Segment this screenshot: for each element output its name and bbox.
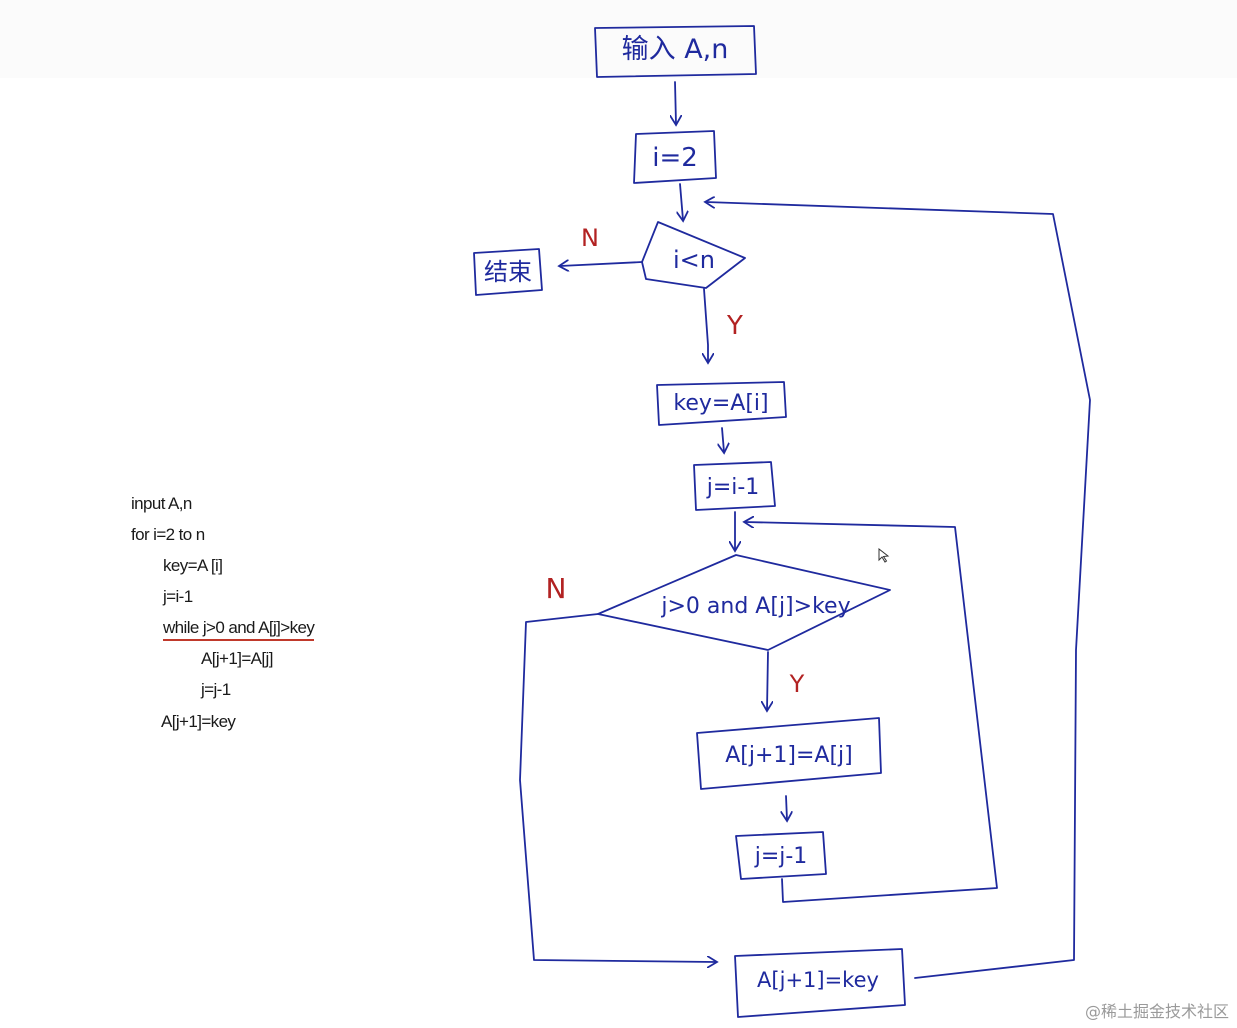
code-line-5: while j>0 and A[j]>key bbox=[163, 618, 315, 641]
code-line-2: for i=2 to n bbox=[131, 525, 205, 544]
set-key-label: key=A[i] bbox=[673, 391, 768, 416]
code-line-6: A[j+1]=A[j] bbox=[201, 649, 273, 668]
code-line-4: j=i-1 bbox=[163, 587, 193, 606]
cond-outer-diamond bbox=[641, 221, 746, 289]
label-no-inner: N bbox=[546, 572, 567, 605]
code-line-8: A[j+1]=key bbox=[161, 712, 236, 731]
cond-inner-diamond bbox=[597, 554, 891, 651]
arrow-outer-loop bbox=[706, 202, 1091, 979]
arrow-inner-shift bbox=[767, 651, 768, 710]
label-yes-outer: Y bbox=[726, 311, 743, 341]
decrement-label: j=j-1 bbox=[754, 844, 808, 869]
insert-box bbox=[734, 948, 906, 1018]
arrow-inner-loop bbox=[745, 522, 998, 903]
input-label: 输入 A,n bbox=[622, 34, 729, 65]
code-line-3: key=A [i] bbox=[163, 556, 223, 575]
cond-outer-label: i<n bbox=[673, 246, 715, 274]
cond-inner-label: j>0 and A[j]>key bbox=[660, 594, 850, 619]
arrow-key-j bbox=[722, 427, 724, 452]
set-key-box bbox=[656, 381, 787, 426]
input-box bbox=[594, 25, 757, 78]
label-yes-inner: Y bbox=[789, 670, 805, 698]
end-box bbox=[473, 248, 543, 296]
init-label: i=2 bbox=[652, 143, 698, 173]
arrow-cond-end bbox=[560, 262, 643, 266]
arrow-init-cond bbox=[680, 183, 683, 220]
set-j-box bbox=[693, 461, 776, 511]
top-band bbox=[0, 0, 1237, 78]
watermark: @稀土掘金技术社区 bbox=[1084, 1002, 1229, 1021]
arrow-shift-dec bbox=[786, 795, 787, 820]
code-line-1: input A,n bbox=[131, 494, 192, 513]
decrement-box bbox=[735, 831, 827, 880]
arrow-cond-key bbox=[704, 288, 708, 362]
arrow-inner-no bbox=[519, 613, 716, 962]
code-line-7: j=j-1 bbox=[201, 680, 231, 699]
end-label: 结束 bbox=[484, 258, 532, 286]
shift-box bbox=[696, 717, 882, 790]
mouse-cursor-icon bbox=[878, 548, 890, 563]
init-box bbox=[633, 130, 717, 184]
arrow-input-init bbox=[675, 81, 676, 124]
label-no-outer: N bbox=[581, 224, 599, 252]
insert-label: A[j+1]=key bbox=[757, 968, 879, 992]
set-j-label: j=i-1 bbox=[706, 475, 760, 500]
shift-label: A[j+1]=A[j] bbox=[725, 743, 853, 768]
